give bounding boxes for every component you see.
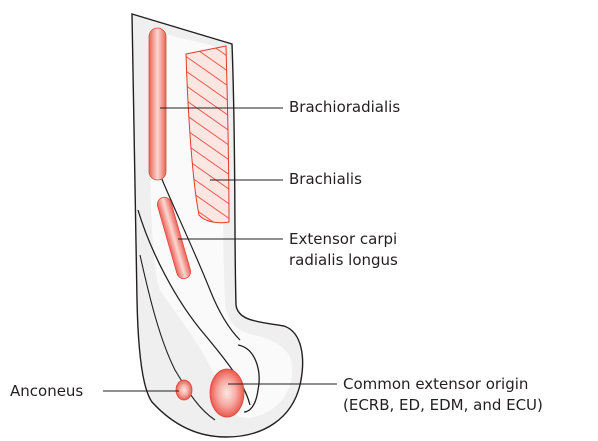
label-ecrl-line2: radialis longus (289, 251, 398, 270)
anconeus-origin (176, 380, 192, 400)
label-anconeus: Anconeus (10, 382, 83, 401)
brachioradialis-origin (149, 28, 166, 180)
label-brachioradialis: Brachioradialis (289, 98, 400, 117)
label-common-extensor-line1: Common extensor origin (343, 375, 528, 394)
label-brachialis: Brachialis (289, 170, 362, 189)
common-extensor-origin (210, 369, 244, 417)
label-common-extensor-line2: (ECRB, ED, EDM, and ECU) (343, 396, 543, 415)
label-ecrl-line1: Extensor carpi (289, 230, 397, 249)
